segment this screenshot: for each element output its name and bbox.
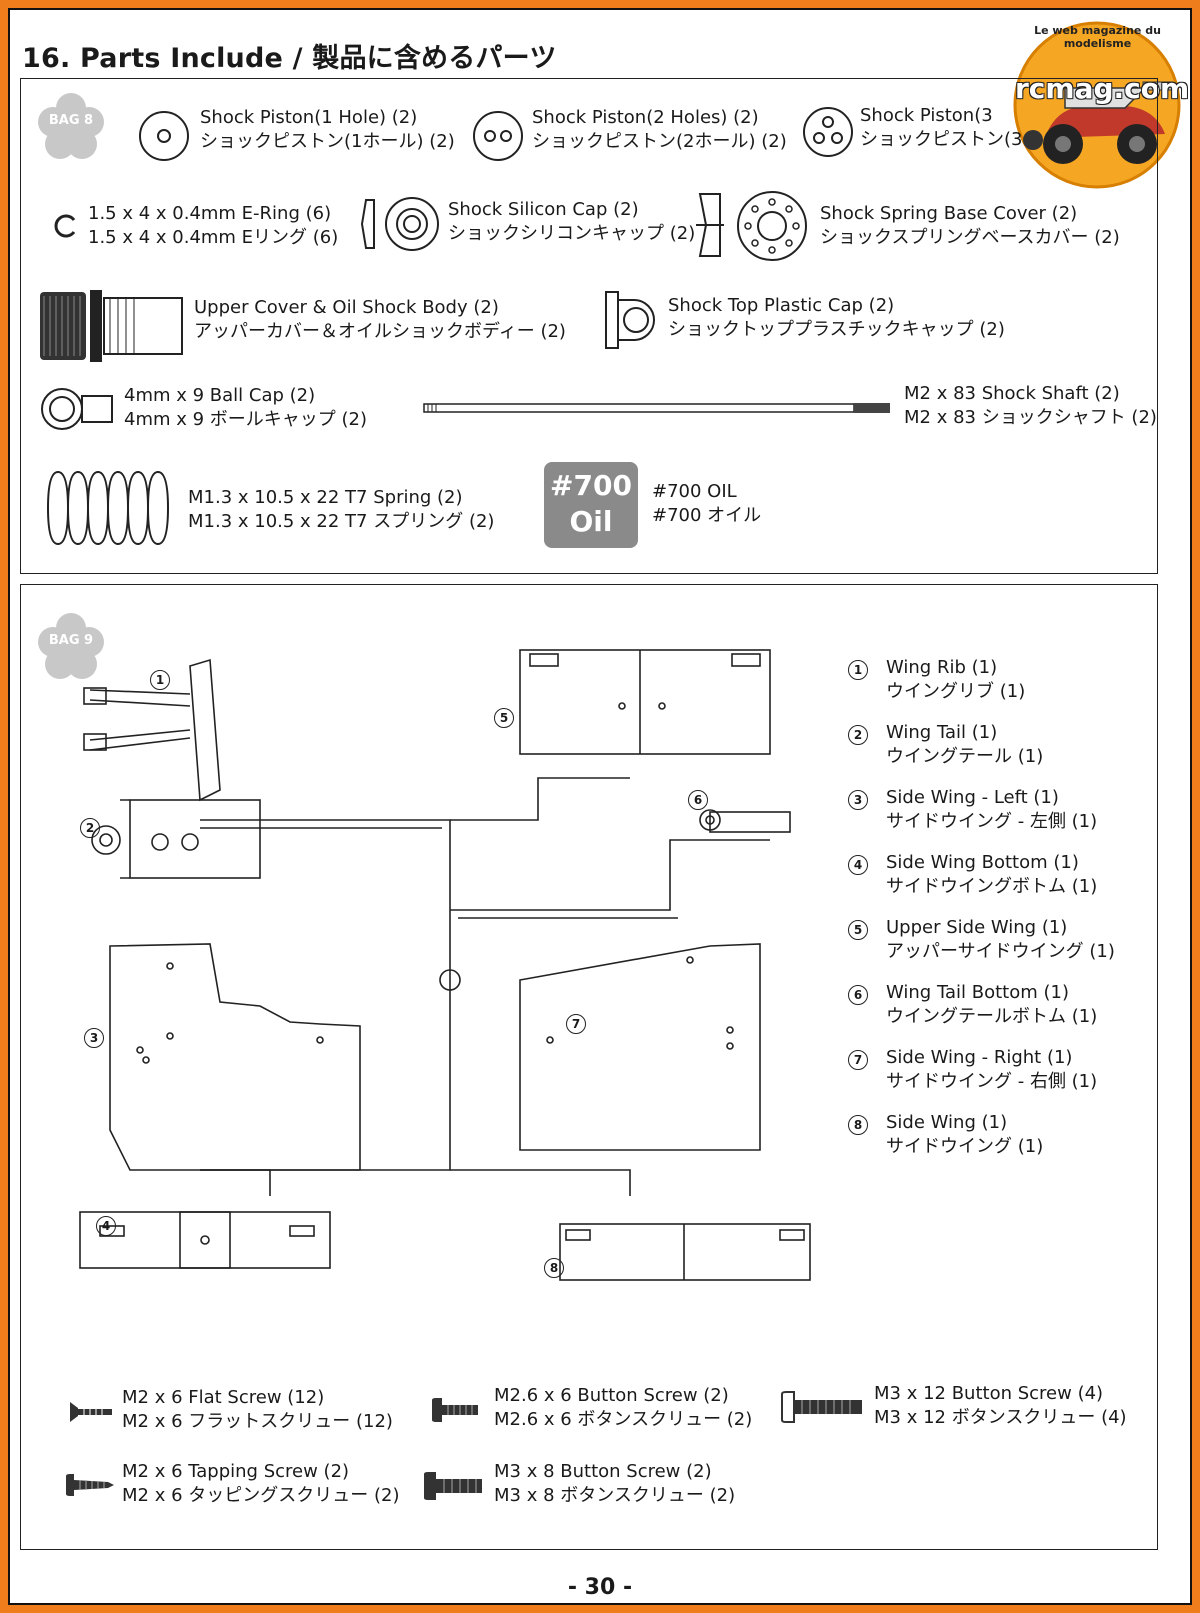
wing-parts-tree-diagram [79, 649, 811, 1281]
bag9-badge-text: BAG 9 [48, 633, 94, 648]
spring-label: M1.3 x 10.5 x 22 T7 Spring (2)M1.3 x 10.… [188, 487, 495, 532]
tapping-screw-label: M2 x 6 Tapping Screw (2)M2 x 6 タッピングスクリュ… [122, 1461, 400, 1506]
ball-cap-icon [41, 388, 113, 430]
callout-6: 6 [688, 790, 708, 810]
flat-screw-label: M2 x 6 Flat Screw (12)M2 x 6 フラットスクリュー (… [122, 1387, 393, 1432]
shock-shaft-icon [423, 403, 890, 413]
shock-body-icon [40, 290, 183, 362]
callout-3: 3 [84, 1028, 104, 1048]
flat-screw-icon [70, 1402, 112, 1422]
page-title: 16. Parts Include / 製品に含めるパーツ [22, 43, 557, 74]
callout-1: 1 [150, 670, 170, 690]
callout-2: 2 [80, 818, 100, 838]
page-inner-border [8, 8, 1192, 1605]
shock-top-plastic-cap-label: Shock Top Plastic Cap (2)ショックトッププラスチックキャ… [668, 295, 1005, 340]
callout-5: 5 [494, 708, 514, 728]
shock-top-plastic-cap-icon [605, 291, 655, 349]
shock-piston-2holes-label: Shock Piston(2 Holes) (2)ショックピストン(2ホール) … [532, 107, 787, 152]
shock-spring-base-cover-label: Shock Spring Base Cover (2)ショックスプリングベースカ… [820, 203, 1120, 248]
button-screw-m26-label: M2.6 x 6 Button Screw (2)M2.6 x 6 ボタンスクリ… [494, 1385, 753, 1430]
rcmag-logo: Le web magazine du modelisme rcmag.com [1005, 20, 1190, 190]
shock-silicon-cap-label: Shock Silicon Cap (2)ショックシリコンキャップ (2) [448, 199, 696, 244]
callout-7: 7 [566, 1014, 586, 1034]
shock-piston-1hole-icon [139, 111, 189, 161]
shock-silicon-cap-icon [360, 197, 439, 251]
bag8-badge-text: BAG 8 [48, 113, 94, 128]
logo-brand: rcmag.com [1015, 72, 1190, 105]
logo-tagline: Le web magazine du modelisme [1034, 24, 1161, 50]
button-screw-m3x12-icon [781, 1391, 862, 1423]
button-screw-m26-icon [432, 1398, 478, 1422]
tapping-screw-icon [66, 1474, 114, 1496]
e-ring-label: 1.5 x 4 x 0.4mm E-Ring (6)1.5 x 4 x 0.4m… [88, 203, 339, 248]
callout-8: 8 [544, 1258, 564, 1278]
e-ring-icon [54, 214, 76, 238]
button-screw-m3x8-icon [424, 1472, 482, 1500]
bag9-badge: BAG 9 [36, 612, 106, 682]
shock-piston-2holes-icon [473, 111, 523, 161]
page-number: - 30 - [567, 1575, 633, 1600]
callout-4: 4 [96, 1216, 116, 1236]
bag9-panel [20, 584, 1158, 1550]
button-screw-m3x8-label: M3 x 8 Button Screw (2)M3 x 8 ボタンスクリュー (… [494, 1461, 736, 1506]
spring-icon [47, 470, 169, 546]
button-screw-m3x12-label: M3 x 12 Button Screw (4)M3 x 12 ボタンスクリュー… [874, 1383, 1127, 1428]
flower-icon [38, 613, 104, 679]
oil-700-label: #700 OIL#700 オイル [652, 481, 762, 526]
shock-shaft-label: M2 x 83 Shock Shaft (2)M2 x 83 ショックシャフト … [904, 383, 1157, 428]
shock-spring-base-cover-icon [696, 191, 807, 261]
shock-piston-1hole-label: Shock Piston(1 Hole) (2)ショックピストン(1ホール) (… [200, 107, 455, 152]
shock-piston-3holes-icon [803, 107, 853, 157]
bag8-badge: BAG 8 [36, 92, 106, 162]
shock-body-label: Upper Cover & Oil Shock Body (2)アッパーカバー＆… [194, 297, 566, 342]
bag8-panel [20, 78, 1158, 574]
flower-icon [38, 93, 104, 159]
ball-cap-label: 4mm x 9 Ball Cap (2)4mm x 9 ボールキャップ (2) [124, 385, 368, 430]
